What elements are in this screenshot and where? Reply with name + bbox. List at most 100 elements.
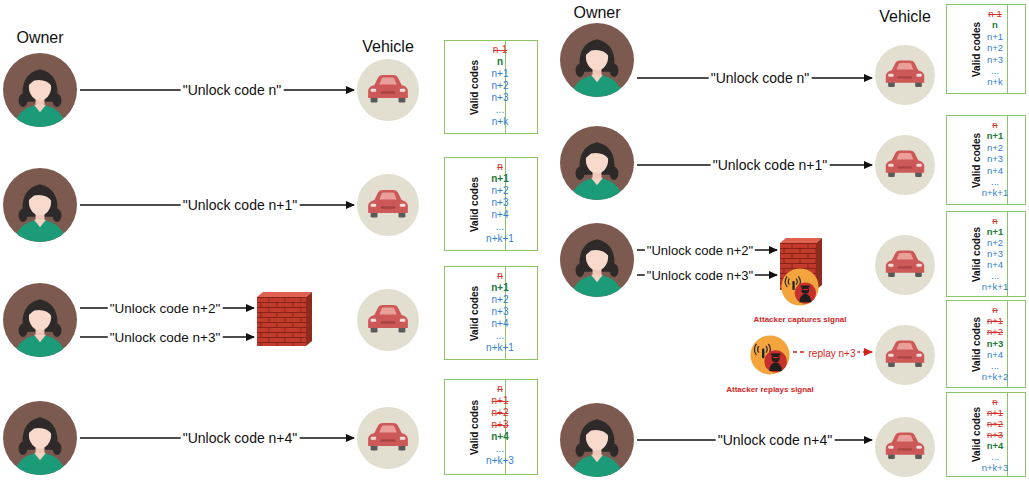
code-list: nn+1n+2n+3n+4...n+k+1 (965, 212, 1025, 295)
icon-part (898, 166, 912, 168)
icon-part (357, 174, 419, 236)
replay-label: replay n+3 (807, 348, 858, 359)
icon-part (591, 178, 603, 185)
icon-part (3, 168, 77, 242)
icon-part (357, 59, 419, 121)
icon-part (357, 289, 419, 351)
icon-part (15, 335, 65, 357)
edge-label-slot: "Unlock code n+3" (645, 266, 755, 284)
code-entry: n+4 (966, 440, 1024, 451)
code-entry: n+1 (464, 395, 536, 407)
code-entry: n (464, 383, 536, 395)
icon-part (875, 235, 935, 295)
code-entry: n+1 (464, 282, 536, 294)
code-entry: n (966, 215, 1024, 226)
icon-part (3, 283, 77, 357)
actor-heading: Owner (573, 4, 620, 21)
icon-part (368, 305, 408, 328)
icon-part (586, 147, 608, 174)
icon-part (53, 209, 62, 222)
icon-part (22, 417, 57, 450)
icon-part (400, 319, 406, 322)
firewall-wall (257, 292, 312, 346)
icon-part (886, 151, 924, 173)
code-entry: n+3 (966, 429, 1024, 440)
icon-part (610, 264, 619, 277)
vehicle-node (875, 417, 935, 477)
icon-part (772, 354, 780, 362)
icon-part (799, 294, 811, 302)
vehicle-node (357, 407, 419, 469)
icon-part (916, 354, 921, 357)
icon-part (781, 268, 818, 305)
icon-part (875, 325, 935, 385)
vehicle-icon (357, 174, 419, 236)
icon-part (576, 264, 585, 277)
icon-part (357, 407, 419, 469)
vehicle-icon (357, 407, 419, 469)
code-entry: n+k+1 (966, 187, 1024, 198)
icon-part (792, 281, 794, 290)
icon-part (381, 321, 396, 323)
code-entry: ... (966, 451, 1024, 462)
vehicle-node (875, 135, 935, 195)
code-entry: n+4 (464, 318, 536, 330)
icon-part (916, 164, 921, 167)
icon-part (28, 421, 52, 434)
icon-part (379, 193, 396, 200)
icon-part (585, 243, 609, 256)
box-heading: Valid codes (972, 21, 983, 76)
icon-part (34, 105, 46, 112)
icon-part (29, 422, 51, 449)
edge-label-slot: "Unlock code n" (709, 69, 812, 87)
code-entry: n+k+1 (966, 281, 1024, 292)
owner-avatar-node (3, 283, 77, 357)
code-entry: n (966, 396, 1024, 407)
icon-part (572, 39, 622, 97)
icon-part (886, 251, 924, 273)
icon-part (875, 135, 935, 195)
owner-avatar (3, 283, 77, 357)
owner-avatar (560, 223, 634, 297)
owner-avatar-node: Owner (560, 23, 634, 97)
code-entry: n+4 (966, 259, 1024, 270)
owner-avatar (560, 403, 634, 477)
code-entry: ... (464, 104, 536, 116)
box-heading: Valid codes (470, 176, 481, 231)
attacker-caption: Attacker captures signal (754, 315, 847, 324)
code-entry: ... (966, 270, 1024, 281)
icon-part (560, 23, 634, 97)
code-entry: n+k (464, 116, 536, 128)
caption-slot: Attacker captures signal (754, 308, 847, 326)
code-entry: n+2 (464, 294, 536, 306)
icon-part (28, 73, 52, 86)
box-heading: Valid codes (972, 407, 983, 462)
code-entry: ... (966, 65, 1024, 76)
code-list: nn+1n+2n+3n+4...n+k+3 (965, 393, 1025, 476)
code-entry: n+3 (966, 338, 1024, 349)
icon-part (29, 304, 51, 331)
owner-avatar-node (3, 168, 77, 242)
signal-label: "Unlock code n" (181, 82, 284, 98)
caption-slot: Attacker replays signal (726, 378, 814, 396)
code-entry: n+k+3 (966, 462, 1024, 473)
box-heading: Valid codes (972, 316, 983, 371)
edge-label-slot: "Unlock code n+3" (108, 328, 223, 346)
code-entry: n+1 (966, 31, 1024, 42)
icon-part (19, 209, 28, 222)
actor-heading: Vehicle (879, 8, 931, 25)
signal-label: "Unlock code n+1" (181, 197, 300, 213)
icon-part (897, 435, 914, 442)
icon-part (780, 238, 822, 243)
icon-part (3, 401, 77, 475)
code-list: nn+1n+2n+3n+4...n+k+3 (463, 380, 537, 470)
code-entry: ... (464, 221, 536, 233)
code-entry: n+2 (464, 185, 536, 197)
signal-label: "Unlock code n+4" (716, 432, 835, 448)
vehicle-icon (875, 417, 935, 477)
code-entry: n+k+1 (464, 233, 536, 245)
vehicle-icon (875, 45, 935, 105)
icon-part (576, 64, 585, 77)
box-heading: Valid codes (972, 226, 983, 281)
icon-part (586, 424, 608, 451)
